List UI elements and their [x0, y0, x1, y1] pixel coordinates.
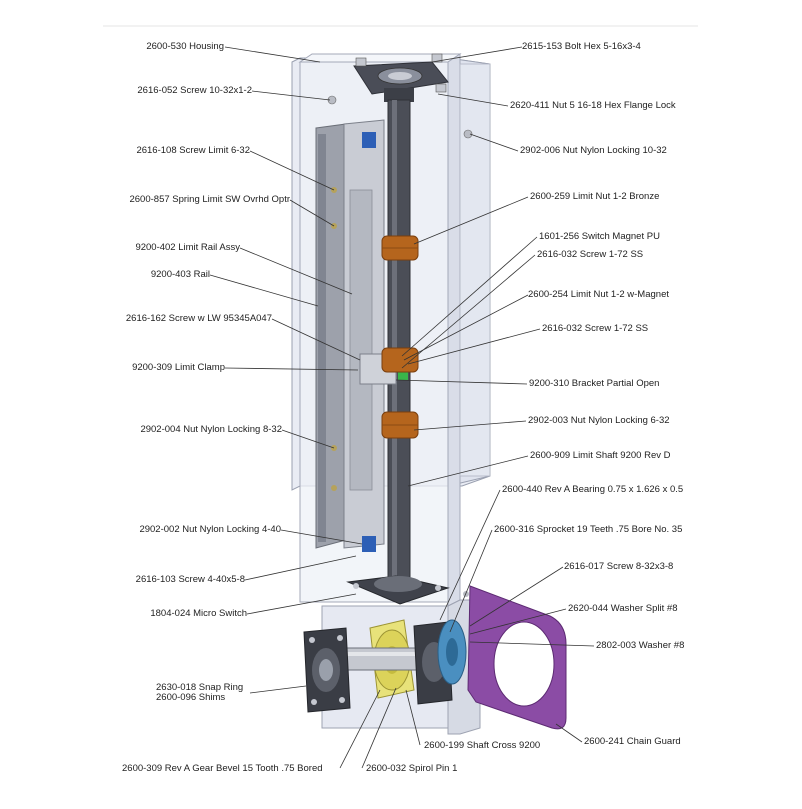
chain-guard — [467, 585, 567, 730]
label-washer-8: 2802-003 Washer #8 — [596, 640, 685, 651]
limit-nut-magnet — [381, 347, 419, 373]
label-shims: 2600-096 Shims — [156, 692, 226, 703]
label-nut-4-40: 2902-002 Nut Nylon Locking 4-40 — [139, 524, 281, 535]
label-gear-bevel: 2600-309 Rev A Gear Bevel 15 Tooth .75 B… — [122, 763, 323, 774]
leader-lines — [209, 46, 595, 769]
limit-nut-lower — [381, 411, 419, 439]
limit-nut-bronze — [381, 235, 419, 261]
label-shaft-cross: 2600-199 Shaft Cross 9200 — [424, 740, 541, 751]
label-switch-magnet: 1601-256 Switch Magnet PU — [539, 231, 660, 242]
label-nut-flange: 2620-411 Nut 5 16-18 Hex Flange Lock — [510, 100, 676, 111]
label-screw-w-lw: 2616-162 Screw w LW 95345A047 — [125, 313, 272, 324]
label-housing: 2600-530 Housing — [146, 41, 224, 52]
sprocket — [437, 619, 467, 685]
limit-rail — [315, 119, 385, 552]
label-limit-nut-bronze: 2600-259 Limit Nut 1-2 Bronze — [530, 191, 660, 202]
label-bracket: 9200-310 Bracket Partial Open — [529, 378, 660, 389]
limit-shaft — [387, 99, 411, 585]
label-screw-4-40: 2616-103 Screw 4-40x5-8 — [135, 574, 245, 585]
label-screw-8-32: 2616-017 Screw 8-32x3-8 — [564, 561, 674, 572]
label-screw-1-72-b: 2616-032 Screw 1-72 SS — [542, 323, 649, 334]
label-limit-shaft: 2600-909 Limit Shaft 9200 Rev D — [530, 450, 671, 461]
label-washer-split: 2620-044 Washer Split #8 — [568, 603, 678, 614]
label-bearing: 2600-440 Rev A Bearing 0.75 x 1.626 x 0.… — [502, 484, 684, 495]
left-bearing-block — [303, 627, 351, 713]
label-limit-clamp: 9200-309 Limit Clamp — [132, 362, 225, 373]
label-snap-ring: 2630-018 Snap Ring — [156, 682, 244, 693]
label-sprocket: 2600-316 Sprocket 19 Teeth .75 Bore No. … — [494, 524, 683, 535]
label-bolt-hex: 2615-153 Bolt Hex 5-16x3-4 — [522, 41, 641, 52]
label-rail: 9200-403 Rail — [150, 269, 210, 280]
label-spring-limit: 2600-857 Spring Limit SW Ovrhd Optr — [129, 194, 290, 205]
label-screw-limit: 2616-108 Screw Limit 6-32 — [136, 145, 250, 156]
label-micro-switch: 1804-024 Micro Switch — [150, 608, 247, 619]
label-screw-1-72-a: 2616-032 Screw 1-72 SS — [537, 249, 644, 260]
label-nut-6-32: 2902-003 Nut Nylon Locking 6-32 — [528, 415, 670, 426]
label-nut-10-32: 2902-006 Nut Nylon Locking 10-32 — [520, 145, 667, 156]
bottom-bearing-plate — [346, 575, 469, 605]
label-chain-guard: 2600-241 Chain Guard — [584, 736, 681, 747]
label-limit-nut-magnet: 2600-254 Limit Nut 1-2 w-Magnet — [528, 289, 669, 300]
label-nut-8-32: 2902-004 Nut Nylon Locking 8-32 — [140, 424, 282, 435]
top-plate — [327, 53, 473, 139]
label-limit-rail-assy: 9200-402 Limit Rail Assy — [135, 242, 240, 253]
label-spirol-pin: 2600-032 Spirol Pin 1 — [366, 763, 458, 774]
label-screw-10-32: 2616-052 Screw 10-32x1-2 — [137, 85, 252, 96]
